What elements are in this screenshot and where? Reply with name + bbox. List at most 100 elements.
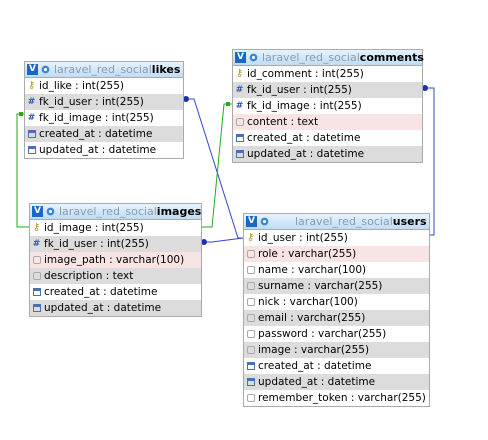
column-label: surname : varchar(255): [258, 280, 383, 292]
column-row[interactable]: password : varchar(255): [244, 326, 429, 342]
column-label: role : varchar(255): [258, 248, 357, 260]
text-icon: [247, 394, 255, 402]
column-label: fk_id_user : int(255): [44, 238, 149, 250]
column-row[interactable]: image_path : varchar(100): [30, 252, 201, 268]
date-icon: [33, 304, 41, 312]
column-label: updated_at : datetime: [258, 376, 376, 388]
column-row[interactable]: #fk_id_user : int(255): [30, 236, 201, 252]
gear-icon[interactable]: [40, 64, 51, 75]
column-label: description : text: [44, 270, 134, 282]
view-toggle-icon[interactable]: V: [32, 206, 43, 217]
column-label: fk_id_image : int(255): [247, 100, 362, 112]
column-row[interactable]: nick : varchar(100): [244, 294, 429, 310]
column-row[interactable]: image : varchar(255): [244, 342, 429, 358]
column-label: fk_id_user : int(255): [39, 96, 144, 108]
column-row[interactable]: #fk_id_image : int(255): [233, 98, 422, 114]
column-label: created_at : datetime: [258, 360, 372, 372]
column-row[interactable]: created_at : datetime: [25, 126, 183, 142]
gear-icon[interactable]: [45, 206, 56, 217]
column-row[interactable]: description : text: [30, 268, 201, 284]
view-toggle-icon[interactable]: V: [246, 216, 257, 227]
text-icon: [247, 250, 255, 258]
text-icon: [247, 282, 255, 290]
hash-icon: #: [27, 97, 36, 107]
relation-images-users: [202, 237, 244, 243]
key-icon: ⚷: [246, 232, 255, 243]
relation-comments-images: [202, 103, 232, 228]
relation-end-dot: [19, 112, 23, 116]
key-icon: ⚷: [235, 68, 244, 79]
column-row[interactable]: created_at : datetime: [233, 130, 422, 146]
text-icon: [247, 346, 255, 354]
column-row[interactable]: ⚷id_image : int(255): [30, 220, 201, 236]
column-label: image_path : varchar(100): [44, 254, 185, 266]
column-row[interactable]: remember_token : varchar(255): [244, 390, 429, 406]
table-name: likes: [151, 63, 181, 76]
column-row[interactable]: updated_at : datetime: [244, 374, 429, 390]
column-row[interactable]: #fk_id_user : int(255): [233, 82, 422, 98]
hash-icon: #: [32, 239, 41, 249]
column-row[interactable]: ⚷id_like : int(255): [25, 78, 183, 94]
column-label: password : varchar(255): [258, 328, 387, 340]
column-row[interactable]: ⚷id_user : int(255): [244, 230, 429, 246]
column-label: email : varchar(255): [258, 312, 366, 324]
column-label: image : varchar(255): [258, 344, 370, 356]
column-label: fk_id_image : int(255): [39, 112, 154, 124]
text-icon: [33, 272, 41, 280]
text-icon: [247, 266, 255, 274]
date-icon: [28, 146, 36, 154]
text-icon: [247, 314, 255, 322]
column-label: updated_at : datetime: [44, 302, 162, 314]
column-label: id_image : int(255): [44, 222, 144, 234]
gear-icon[interactable]: [248, 52, 259, 63]
column-row[interactable]: updated_at : datetime: [233, 146, 422, 162]
column-label: name : varchar(100): [258, 264, 367, 276]
column-label: updated_at : datetime: [39, 144, 157, 156]
key-icon: ⚷: [27, 80, 36, 91]
column-list: ⚷id_user : int(255) role : varchar(255) na…: [244, 230, 429, 406]
column-row[interactable]: #fk_id_user : int(255): [25, 94, 183, 110]
text-icon: [236, 118, 244, 126]
key-icon: ⚷: [32, 222, 41, 233]
column-row[interactable]: surname : varchar(255): [244, 278, 429, 294]
text-icon: [247, 298, 255, 306]
date-icon: [236, 150, 244, 158]
view-toggle-icon[interactable]: V: [235, 52, 246, 63]
column-row[interactable]: role : varchar(255): [244, 246, 429, 262]
column-label: updated_at : datetime: [247, 148, 365, 160]
column-row[interactable]: created_at : datetime: [244, 358, 429, 374]
hash-icon: #: [27, 113, 36, 123]
column-row[interactable]: updated_at : datetime: [30, 300, 201, 316]
column-label: created_at : datetime: [39, 128, 153, 140]
database-name: laravel_red_social: [262, 51, 360, 64]
column-row[interactable]: content : text: [233, 114, 422, 130]
column-list: ⚷id_comment : int(255)#fk_id_user : int(…: [233, 66, 422, 162]
column-row[interactable]: name : varchar(100): [244, 262, 429, 278]
column-row[interactable]: #fk_id_image : int(255): [25, 110, 183, 126]
hash-icon: #: [235, 101, 244, 111]
column-label: content : text: [247, 116, 319, 128]
column-label: id_user : int(255): [258, 232, 348, 244]
database-name: laravel_red_social: [54, 63, 152, 76]
database-name: laravel_red_social: [295, 215, 393, 228]
column-label: id_like : int(255): [39, 80, 124, 92]
table-name: images: [156, 205, 202, 218]
date-icon: [247, 378, 255, 386]
column-row[interactable]: email : varchar(255): [244, 310, 429, 326]
column-row[interactable]: updated_at : datetime: [25, 142, 183, 158]
view-toggle-icon[interactable]: V: [27, 64, 38, 75]
table-name: comments: [359, 51, 424, 64]
column-label: remember_token : varchar(255): [258, 392, 426, 404]
gear-icon[interactable]: [259, 216, 270, 227]
table-name: users: [392, 215, 427, 228]
column-row[interactable]: created_at : datetime: [30, 284, 201, 300]
column-row[interactable]: ⚷id_comment : int(255): [233, 66, 422, 82]
